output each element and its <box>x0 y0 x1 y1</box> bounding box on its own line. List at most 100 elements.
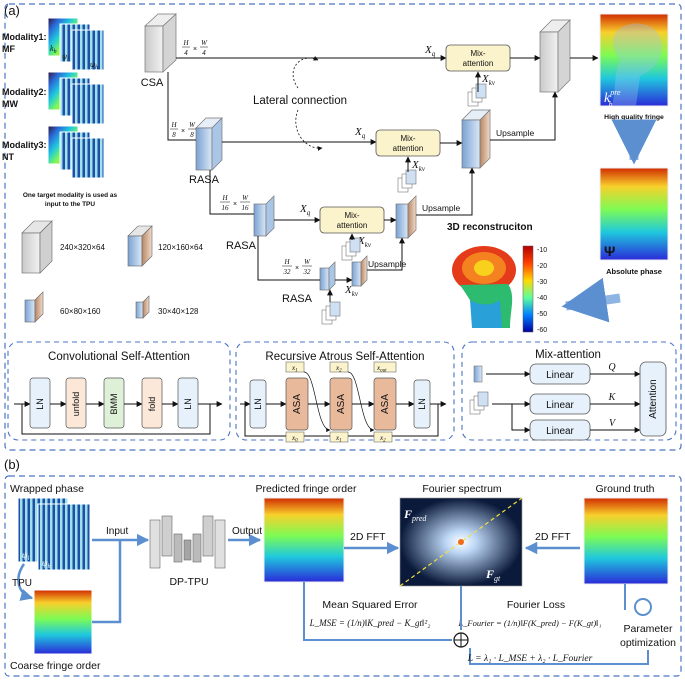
predicted-image <box>263 497 345 583</box>
decoder-block-2 <box>461 119 481 169</box>
fft-left-label: 2D FFT <box>350 531 386 543</box>
svg-text:-60: -60 <box>537 327 547 334</box>
rasa-label-2: RASA <box>226 240 257 252</box>
svg-text:ASA: ASA <box>336 394 347 414</box>
csa-op-bmm <box>103 377 125 429</box>
mix-box-title: Mix-attention <box>535 349 601 361</box>
svg-text:W: W <box>304 258 311 266</box>
scale-fractions: H 4 × W 4 H 8 × W 8 H 16 × W 16 H <box>170 39 312 276</box>
ground-truth-label: Ground truth <box>596 483 655 495</box>
total-loss-formula: L = λ₁ · L_MSE + λ₂ · L_Fourier <box>467 654 593 664</box>
modality-3-line2: NT <box>2 152 14 162</box>
csa-ops: LN unfold BMM fold LN <box>21 377 223 435</box>
bust-3d <box>452 246 516 328</box>
svg-text:H: H <box>221 194 228 202</box>
k-label: K <box>608 392 617 403</box>
predicted-label: Predicted fringe order <box>256 483 357 495</box>
output-label-line1: High quality fringe <box>604 114 664 121</box>
svg-text:4: 4 <box>202 49 206 57</box>
modality-3-stack <box>47 125 105 179</box>
size-legend: 240×320×64 120×160×64 60×80×160 30×40×12… <box>21 220 203 323</box>
absolute-phase-label: Absolute phase <box>606 267 662 276</box>
target-note-line1: One target modality is used as <box>23 192 118 199</box>
wrapped-phase-label: Wrapped phase <box>10 483 84 495</box>
legend-size-2: 120×160×64 <box>158 243 203 252</box>
reconstruction: 3D reconstruciton -10 -20 -30 -40 -50 -6… <box>447 222 547 334</box>
decoder-block-3 <box>395 203 409 239</box>
mse-formula: L_MSE = (1/n)‖K_pred − K_gt‖²₂ <box>309 618 431 628</box>
input-label: Input <box>106 526 128 537</box>
mix-attention-boxes: Mix- attention Mix- attention Mix- atten… <box>319 44 511 234</box>
coarse-image <box>33 589 93 655</box>
legend-size-3: 60×80×160 <box>60 307 101 316</box>
svg-text:x0: x0 <box>291 434 298 444</box>
svg-text:W: W <box>189 121 196 129</box>
xkv-label-1: Xkv <box>481 73 496 87</box>
modality-2-line1: Modality2: <box>2 87 47 97</box>
svg-text:ASA: ASA <box>380 394 391 414</box>
tpu-label: TPU <box>12 578 32 589</box>
dp-tpu-label: DP-TPU <box>169 576 208 588</box>
csa-detail-box: Convolutional Self-Attention LN unfold B… <box>7 341 231 441</box>
x-labels: Xq Xkv Xq Xkv Xq Xkv Xkv <box>299 44 496 298</box>
absolute-phase-image <box>599 167 669 261</box>
svg-text:H: H <box>182 39 189 47</box>
svg-text:LN: LN <box>417 398 427 410</box>
legend-size-1: 240×320×64 <box>60 243 105 252</box>
decoder-blocks <box>351 19 571 287</box>
svg-text:Mix-: Mix- <box>400 134 415 143</box>
lateral-connection-label: Lateral connection <box>253 95 347 107</box>
upsample-label-2: Upsample <box>422 203 461 213</box>
param-line2: optimization <box>620 637 676 649</box>
xkv-label-2: Xkv <box>411 159 426 173</box>
csa-op-ln-1 <box>29 377 51 429</box>
colorbar <box>522 245 534 333</box>
upsample-label-1: Upsample <box>496 128 535 138</box>
recon-title: 3D reconstruciton <box>447 222 533 233</box>
xkv-label-4: Xkv <box>344 284 359 298</box>
decoder-block-4 <box>351 261 362 287</box>
svg-text:Linear: Linear <box>546 370 574 381</box>
fourier-formula: L_Fourier = (1/n)‖F(K_pred) − F(K_gt)‖₁ <box>457 618 601 628</box>
svg-text:Mix-: Mix- <box>470 49 485 58</box>
svg-text:x2: x2 <box>335 364 342 374</box>
rasa-block-3 <box>319 267 330 291</box>
input-arrows <box>92 533 150 624</box>
svg-text:-40: -40 <box>537 295 547 302</box>
rasa-label-1: RASA <box>189 174 220 186</box>
parameter-optimization: Parameter optimization <box>620 598 676 649</box>
lateral-connection: Lateral connection <box>253 56 347 151</box>
ground-truth-image <box>583 497 669 585</box>
svg-text:x2: x2 <box>379 434 386 444</box>
svg-text:BMM: BMM <box>109 394 119 415</box>
svg-text:Mix-: Mix- <box>344 211 359 220</box>
svg-text:x1: x1 <box>291 364 298 374</box>
inset-psi-h-1: ψh <box>90 60 98 71</box>
dp-tpu-network <box>149 515 226 569</box>
svg-text:-50: -50 <box>537 311 547 318</box>
xq-label-2: Xq <box>354 126 366 140</box>
svg-text:ASA: ASA <box>292 394 303 414</box>
decoder-block-1 <box>539 31 559 93</box>
rasa-block-2 <box>253 203 267 237</box>
rasa-x-bottoms: x0 x1 x2 <box>285 431 393 444</box>
svg-text:x1: x1 <box>335 434 342 444</box>
encoder-blocks: CSA RASA RASA RASA <box>141 13 336 305</box>
svg-text:W: W <box>242 194 249 202</box>
decoder-arrows <box>327 55 599 302</box>
mse-title: Mean Squared Error <box>322 599 418 611</box>
output-label-line2: order <box>625 123 643 130</box>
param-line1: Parameter <box>623 623 673 635</box>
refresh-icon <box>634 598 652 616</box>
csa-box-title: Convolutional Self-Attention <box>48 351 190 363</box>
svg-text:fold: fold <box>147 397 157 412</box>
panel-b-tag: (b) <box>4 457 20 472</box>
psi-big-label: Ψ <box>604 243 615 259</box>
optimization-return <box>469 648 649 665</box>
svg-text:ψl: ψl <box>22 550 30 562</box>
svg-text:W: W <box>201 39 208 47</box>
upsample-label-3: Upsample <box>368 259 407 269</box>
svg-text:-20: -20 <box>537 263 547 270</box>
